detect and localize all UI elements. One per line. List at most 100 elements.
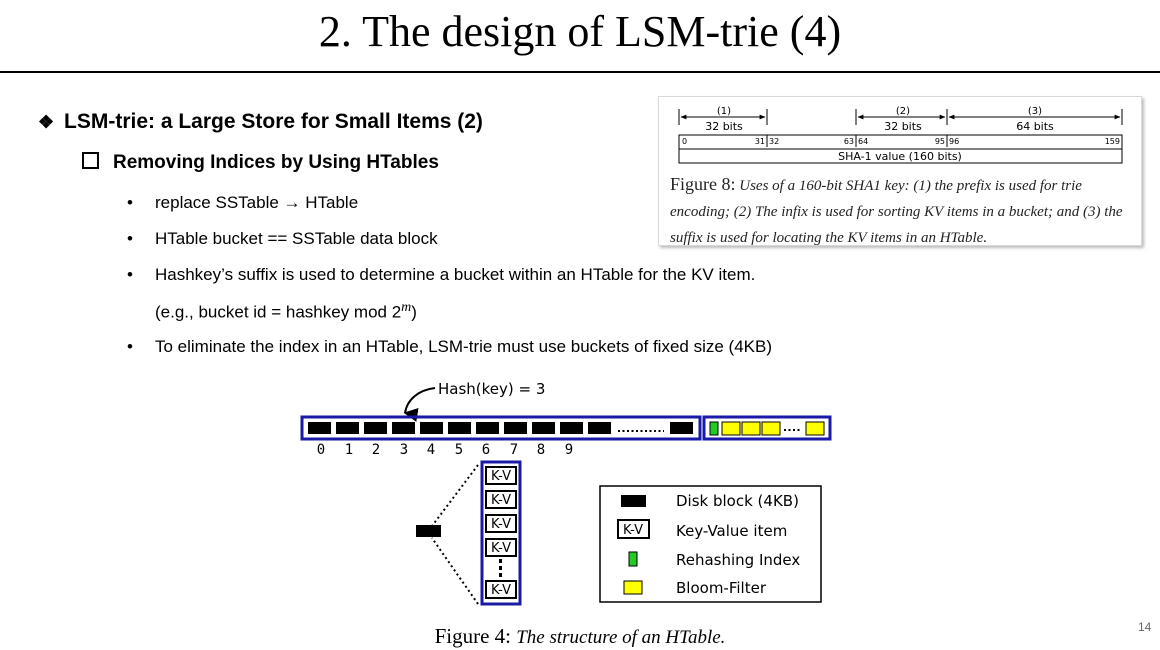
figure-4-text: The structure of an HTable. (516, 627, 726, 648)
figure-4-label: Figure 4: (434, 624, 511, 648)
bullet-dot-icon: • (127, 265, 133, 284)
figure-8-panel: (1) 32 bits (2) 32 bits (3) 64 bits 0 31… (658, 96, 1142, 246)
bit-ticks: 0 31 32 63 64 95 96 159 (682, 135, 1120, 147)
kv-ellipsis-dot (499, 573, 502, 577)
bucket-block (532, 422, 555, 434)
subsection-heading: Removing Indices by Using HTables (82, 152, 439, 174)
kv-ellipsis-dot (499, 559, 502, 563)
bloom-filter-block (805, 421, 825, 436)
bucket-number: 2 (372, 442, 380, 458)
bullet-dot-icon: • (127, 337, 133, 356)
bit-tick: 0 (682, 137, 687, 146)
bucket-block (448, 422, 471, 434)
segment-number: (2) (896, 106, 910, 117)
bloom-filter-block (741, 421, 761, 436)
legend-label: Disk block (4KB) (676, 492, 799, 510)
checkbox-bullet-icon (82, 152, 99, 169)
bucket-expanded-frame (480, 460, 522, 606)
subsection-heading-text: Removing Indices by Using HTables (113, 152, 439, 173)
bucket-block (392, 422, 415, 434)
bucket-block (476, 422, 499, 434)
bucket-block (336, 422, 359, 434)
page-title: 2. The design of LSM-trie (4) (318, 7, 842, 56)
figure-8-label: Figure 8: (670, 174, 736, 194)
section-heading-text: LSM-trie: a Large Store for Small Items … (64, 110, 483, 133)
sha1-bar-label: SHA-1 value (160 bits) (838, 150, 962, 163)
bit-tick: 96 (949, 137, 959, 146)
kv-label: K-V (491, 583, 511, 598)
bit-tick: 95 (935, 137, 945, 146)
bit-tick: 32 (769, 137, 779, 146)
zoom-line-bottom (431, 537, 479, 605)
segment-suffix: (3) 64 bits (948, 106, 1123, 133)
segment-size: 64 bits (1016, 120, 1054, 133)
legend-label: Rehashing Index (676, 551, 800, 569)
diamond-bullet-icon: ❖ (38, 112, 55, 132)
segment-infix: (2) 32 bits (855, 106, 948, 133)
bullet-dot-icon: • (127, 193, 133, 212)
hash-arrow (403, 387, 436, 422)
formula-exponent: m (401, 300, 412, 315)
bit-tick: 31 (755, 137, 765, 146)
bucket-number: 1 (345, 442, 353, 458)
bucket-number: 5 (455, 442, 463, 458)
legend-kv-icon (617, 519, 650, 539)
segment-prefix: (1) 32 bits (678, 106, 768, 133)
bucket-numbers: 0 1 2 3 4 5 6 7 8 9 (317, 442, 573, 458)
rehashing-index-block (709, 421, 719, 436)
sha1-key-diagram: (1) 32 bits (2) 32 bits (3) 64 bits 0 31… (678, 106, 1123, 164)
bucket-block (588, 422, 611, 434)
metadata-frame (702, 415, 832, 441)
bucket-block (670, 422, 693, 434)
bullet-text: replace SSTable → HTable (155, 193, 359, 212)
bit-tick: 63 (844, 137, 854, 146)
segment-size: 32 bits (884, 120, 922, 133)
bullet-item: • replace SSTable → HTable (127, 193, 358, 213)
bullet-text: Hashkey’s suffix is used to determine a … (155, 265, 756, 284)
zoom-line-top (431, 464, 479, 527)
legend-bloom-icon (623, 580, 643, 595)
legend-kv-icon-label: K-V (623, 523, 643, 538)
bloom-filter-block (761, 421, 781, 436)
bucket-number: 7 (510, 442, 518, 458)
disk-block-zoomed (416, 525, 441, 537)
bucket-block (308, 422, 331, 434)
bucket-number: 0 (317, 442, 325, 458)
legend-label: Key-Value item (676, 522, 787, 540)
bucket-number: 6 (482, 442, 490, 458)
kv-item (485, 580, 517, 599)
formula-text: (e.g., bucket id = hashkey mod 2 (155, 302, 402, 322)
section-heading: ❖ LSM-trie: a Large Store for Small Items… (38, 110, 483, 134)
title-divider (0, 71, 1160, 73)
segment-number: (1) (717, 106, 731, 117)
figure-4-caption: Figure 4: The structure of an HTable. (0, 624, 1160, 649)
figure-8-text: Uses of a 160-bit SHA1 key: (1) the pref… (670, 178, 1123, 246)
bucket-block (560, 422, 583, 434)
kv-label: K-V (491, 469, 511, 484)
bullet-item: •To eliminate the index in an HTable, LS… (127, 337, 772, 357)
figure-8-caption: Figure 8: Uses of a 160-bit SHA1 key: (1… (670, 171, 1138, 251)
bullet-item: •HTable bucket == SSTable data block (127, 229, 438, 249)
segment-number: (3) (1028, 106, 1042, 117)
bit-tick: 64 (858, 137, 868, 146)
kv-label: K-V (491, 493, 511, 508)
bucket-number: 8 (537, 442, 545, 458)
kv-stack: K-V K-V K-V K-V K-V (485, 466, 517, 599)
bucket-block (420, 422, 443, 434)
kv-item (485, 490, 517, 509)
legend-label: Bloom-Filter (676, 579, 767, 597)
kv-ellipsis-dot (499, 566, 502, 570)
bullet-text: HTable bucket == SSTable data block (155, 229, 438, 248)
kv-item (485, 514, 517, 533)
bucket-block (364, 422, 387, 434)
htable-diagram: Hash(key) = 3 0 1 2 3 4 5 6 7 8 9 (300, 380, 832, 606)
segment-size: 32 bits (705, 120, 743, 133)
formula-close: ) (411, 302, 417, 322)
hash-label: Hash(key) = 3 (438, 380, 545, 398)
kv-item (485, 466, 517, 485)
bit-tick: 159 (1105, 137, 1120, 146)
bucket-number: 3 (400, 442, 408, 458)
legend-rehash-icon (628, 551, 638, 567)
bucket-array-frame (300, 415, 702, 441)
kv-label: K-V (491, 517, 511, 532)
